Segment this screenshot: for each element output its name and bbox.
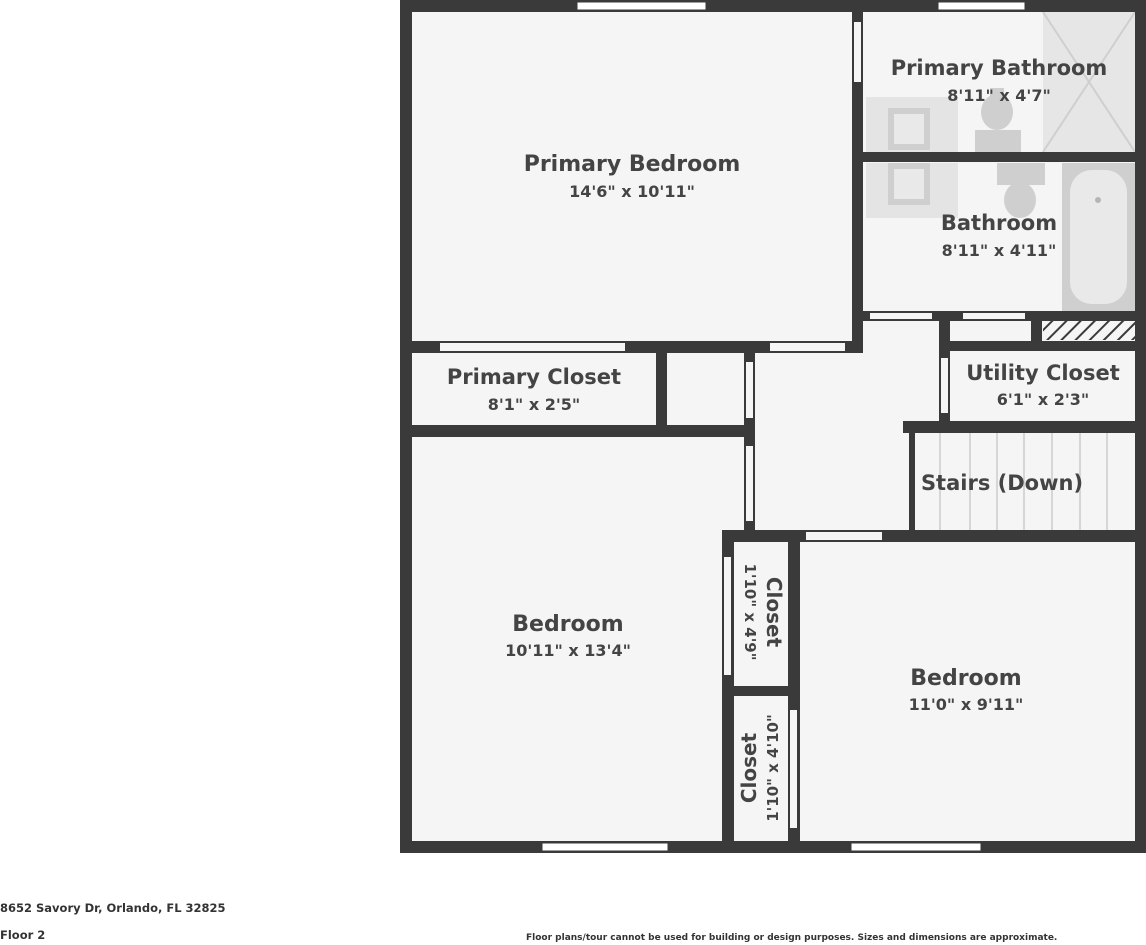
property-address: 8652 Savory Dr, Orlando, FL 32825: [0, 901, 226, 915]
bathtub-icon: [1062, 163, 1135, 311]
windows: [541, 1, 1026, 852]
room-name-bedroom-left: Bedroom: [512, 612, 623, 637]
room-name-stairs: Stairs (Down): [921, 471, 1083, 495]
shower-fixture: [1042, 11, 1136, 153]
room-dims-closet-upper: 1'10" x 4'9": [741, 563, 759, 660]
doorways: [440, 22, 1025, 828]
room-name-utility-closet: Utility Closet: [966, 361, 1120, 385]
room-name-primary-closet: Primary Closet: [447, 365, 621, 389]
floor-label: Floor 2: [0, 928, 46, 942]
sink-vanity-icon: [866, 97, 958, 152]
room-dims-primary-bathroom: 8'11" x 4'7": [947, 86, 1051, 105]
room-name-bathroom: Bathroom: [941, 211, 1057, 235]
room-dims-closet-lower: 1'10" x 4'10": [764, 714, 782, 822]
room-name-primary-bathroom: Primary Bathroom: [891, 56, 1108, 80]
stairs-treads: [939, 432, 1108, 530]
room-dims-primary-bedroom: 14'6" x 10'11": [569, 182, 695, 201]
room-name-primary-bedroom: Primary Bedroom: [524, 152, 741, 177]
room-dims-bedroom-right: 11'0" x 9'11": [909, 695, 1024, 714]
room-dims-utility-closet: 6'1" x 2'3": [997, 390, 1089, 409]
room-name-closet-upper: Closet: [762, 577, 786, 648]
room-name-bedroom-right: Bedroom: [910, 666, 1021, 691]
room-name-closet-lower: Closet: [737, 732, 761, 803]
sink-vanity-icon: [866, 163, 958, 218]
room-dims-bathroom: 8'11" x 4'11": [942, 241, 1057, 260]
toilet-icon: [997, 163, 1045, 218]
toilet-icon: [975, 88, 1021, 152]
disclaimer-text: Floor plans/tour cannot be used for buil…: [526, 933, 1058, 943]
mechanical-hatch: [1043, 320, 1135, 340]
room-dims-bedroom-left: 10'11" x 13'4": [505, 641, 631, 660]
room-dims-primary-closet: 8'1" x 2'5": [488, 395, 580, 414]
